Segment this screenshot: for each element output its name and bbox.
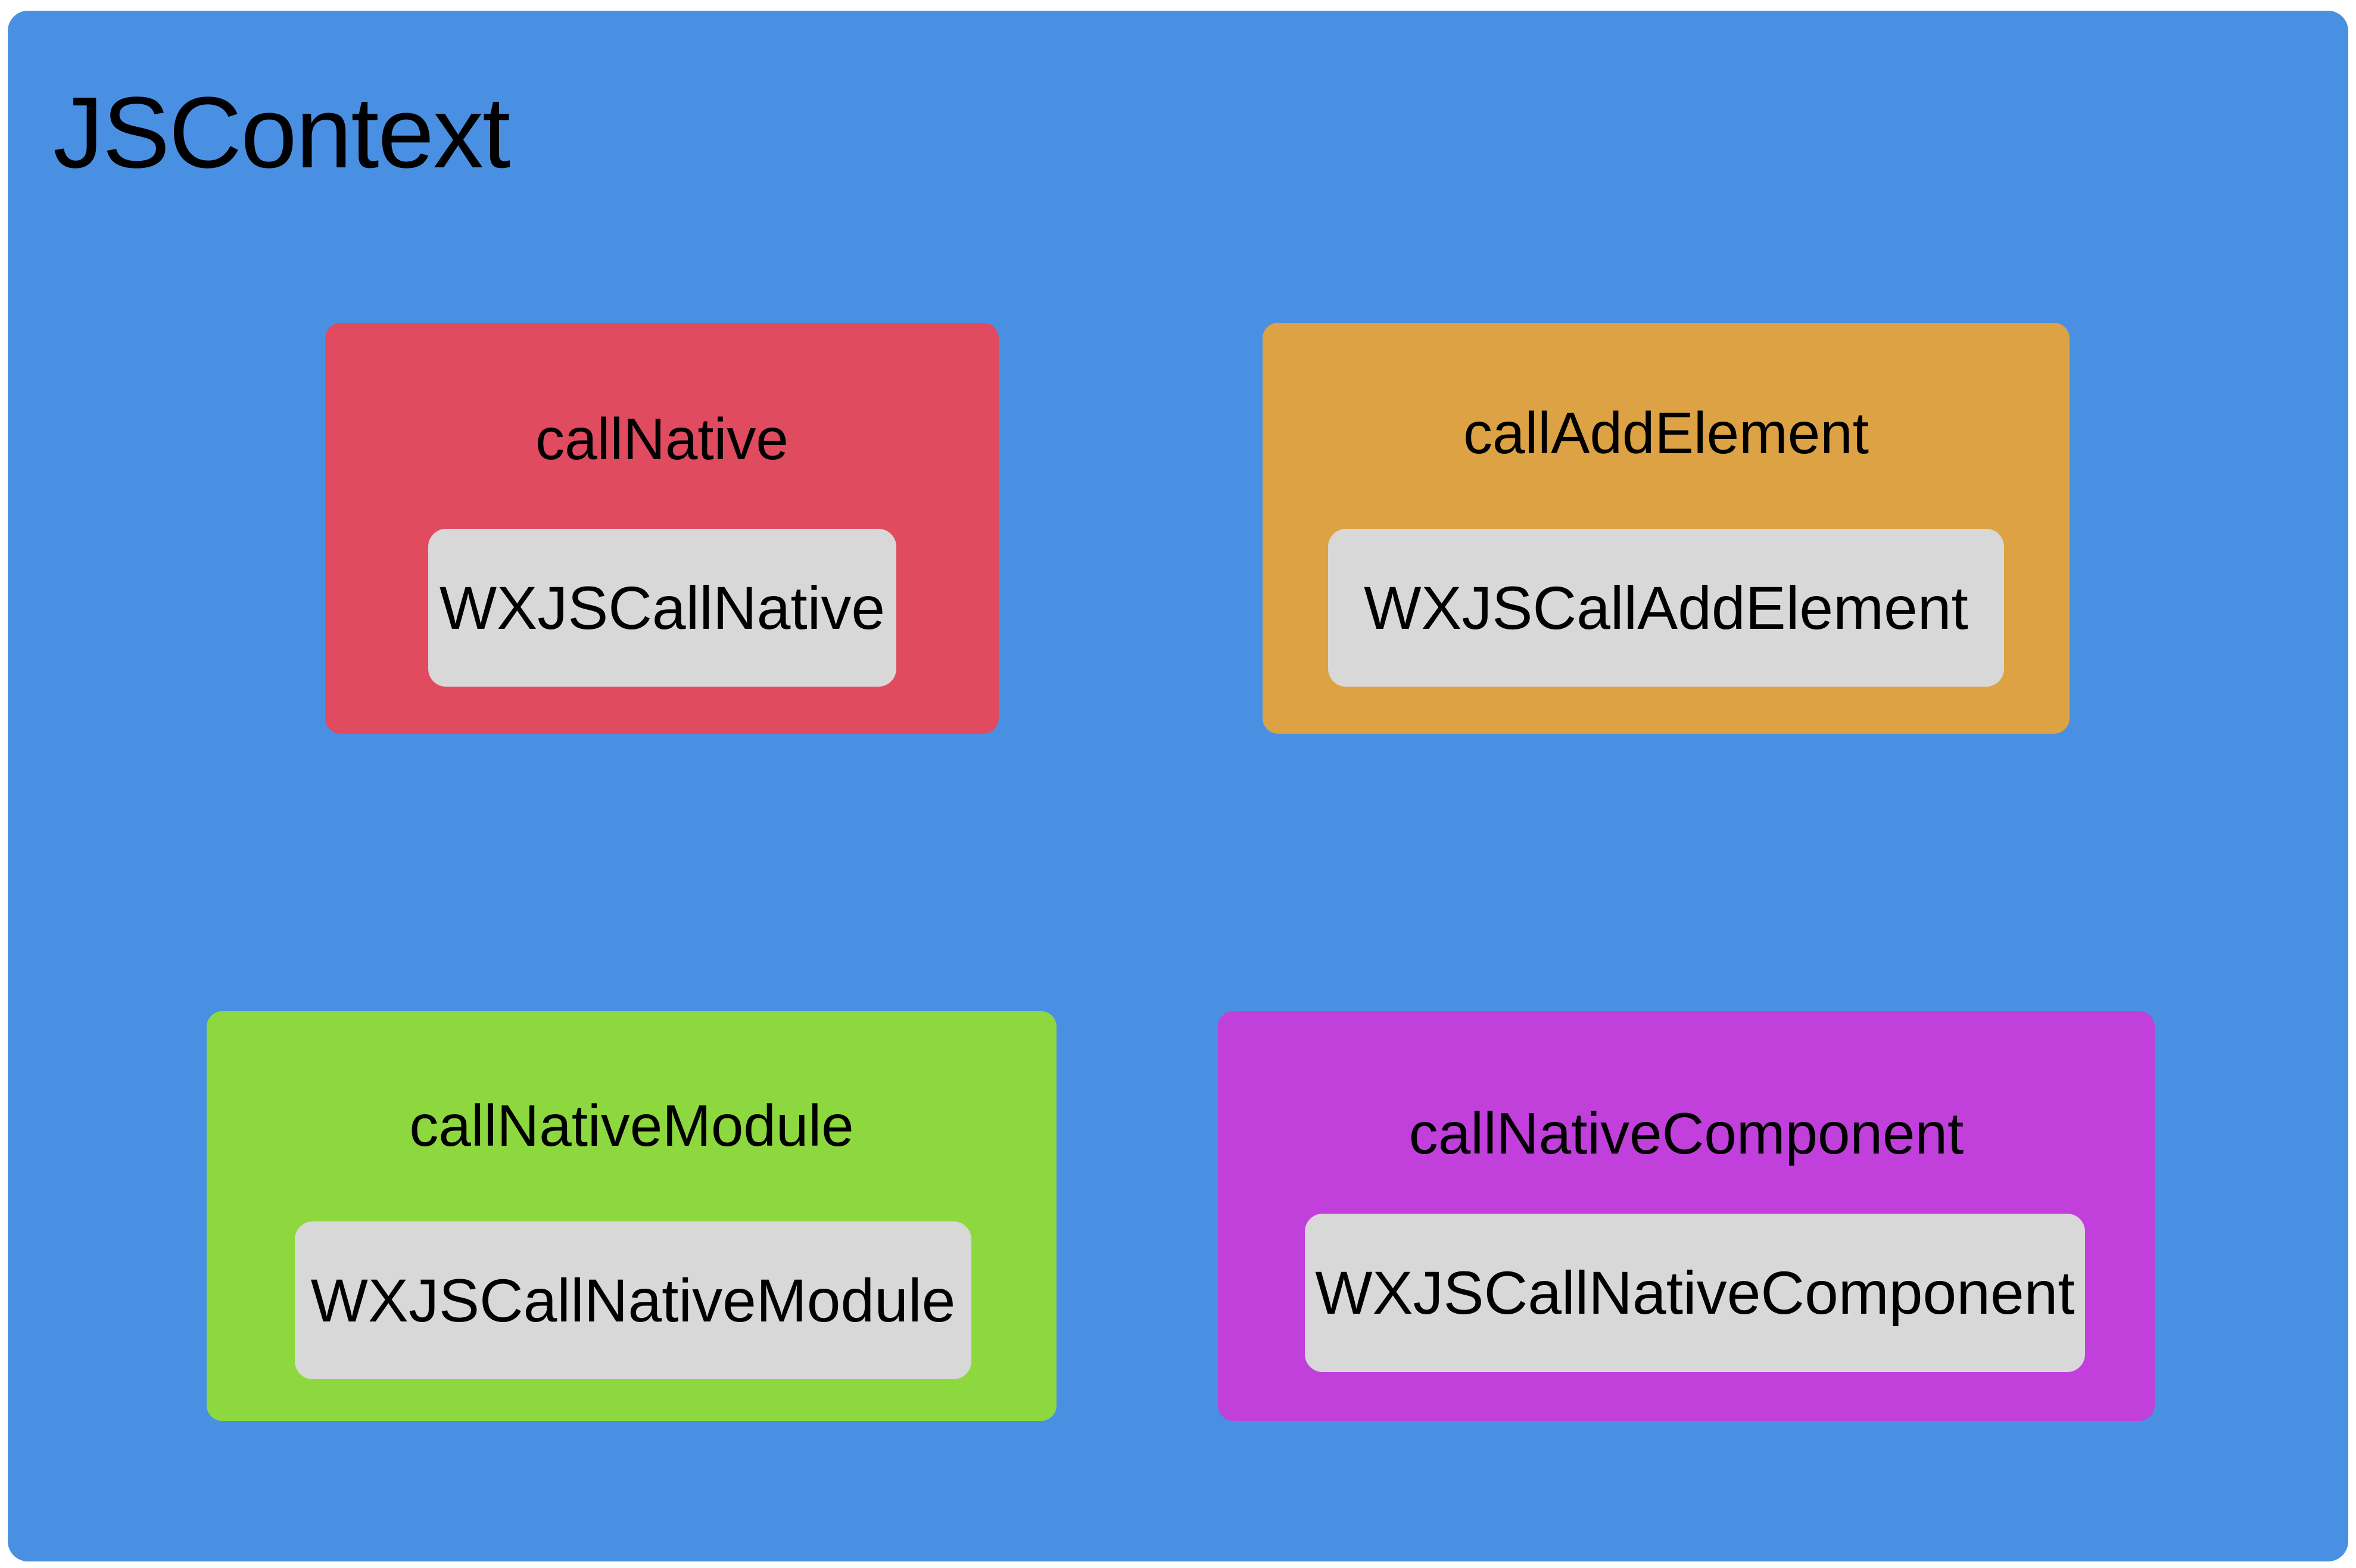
wxjscallnative-label: WXJSCallNative — [439, 573, 886, 642]
callnative-label: callNative — [535, 406, 789, 472]
wxjscallnativemodule-box: WXJSCallNativeModule — [295, 1221, 971, 1379]
jscontext-title: JSContext — [53, 76, 510, 189]
callnativecomponent-box: callNativeComponent WXJSCallNativeCompon… — [1218, 1011, 2155, 1421]
callnativemodule-box: callNativeModule WXJSCallNativeModule — [207, 1011, 1057, 1421]
wxjscalladdelement-label: WXJSCallAddElement — [1364, 573, 1968, 642]
callnative-box: callNative WXJSCallNative — [325, 323, 999, 734]
wxjscalladdelement-box: WXJSCallAddElement — [1328, 529, 2004, 687]
wxjscallnativecomponent-box: WXJSCallNativeComponent — [1305, 1214, 2085, 1372]
calladdelement-label: callAddElement — [1463, 400, 1869, 466]
callnativecomponent-label: callNativeComponent — [1408, 1101, 1964, 1166]
wxjscallnativemodule-label: WXJSCallNativeModule — [310, 1266, 956, 1335]
callnativemodule-label: callNativeModule — [409, 1093, 854, 1158]
wxjscallnative-box: WXJSCallNative — [428, 529, 896, 687]
calladdelement-box: callAddElement WXJSCallAddElement — [1263, 323, 2070, 734]
wxjscallnativecomponent-label: WXJSCallNativeComponent — [1315, 1259, 2075, 1327]
